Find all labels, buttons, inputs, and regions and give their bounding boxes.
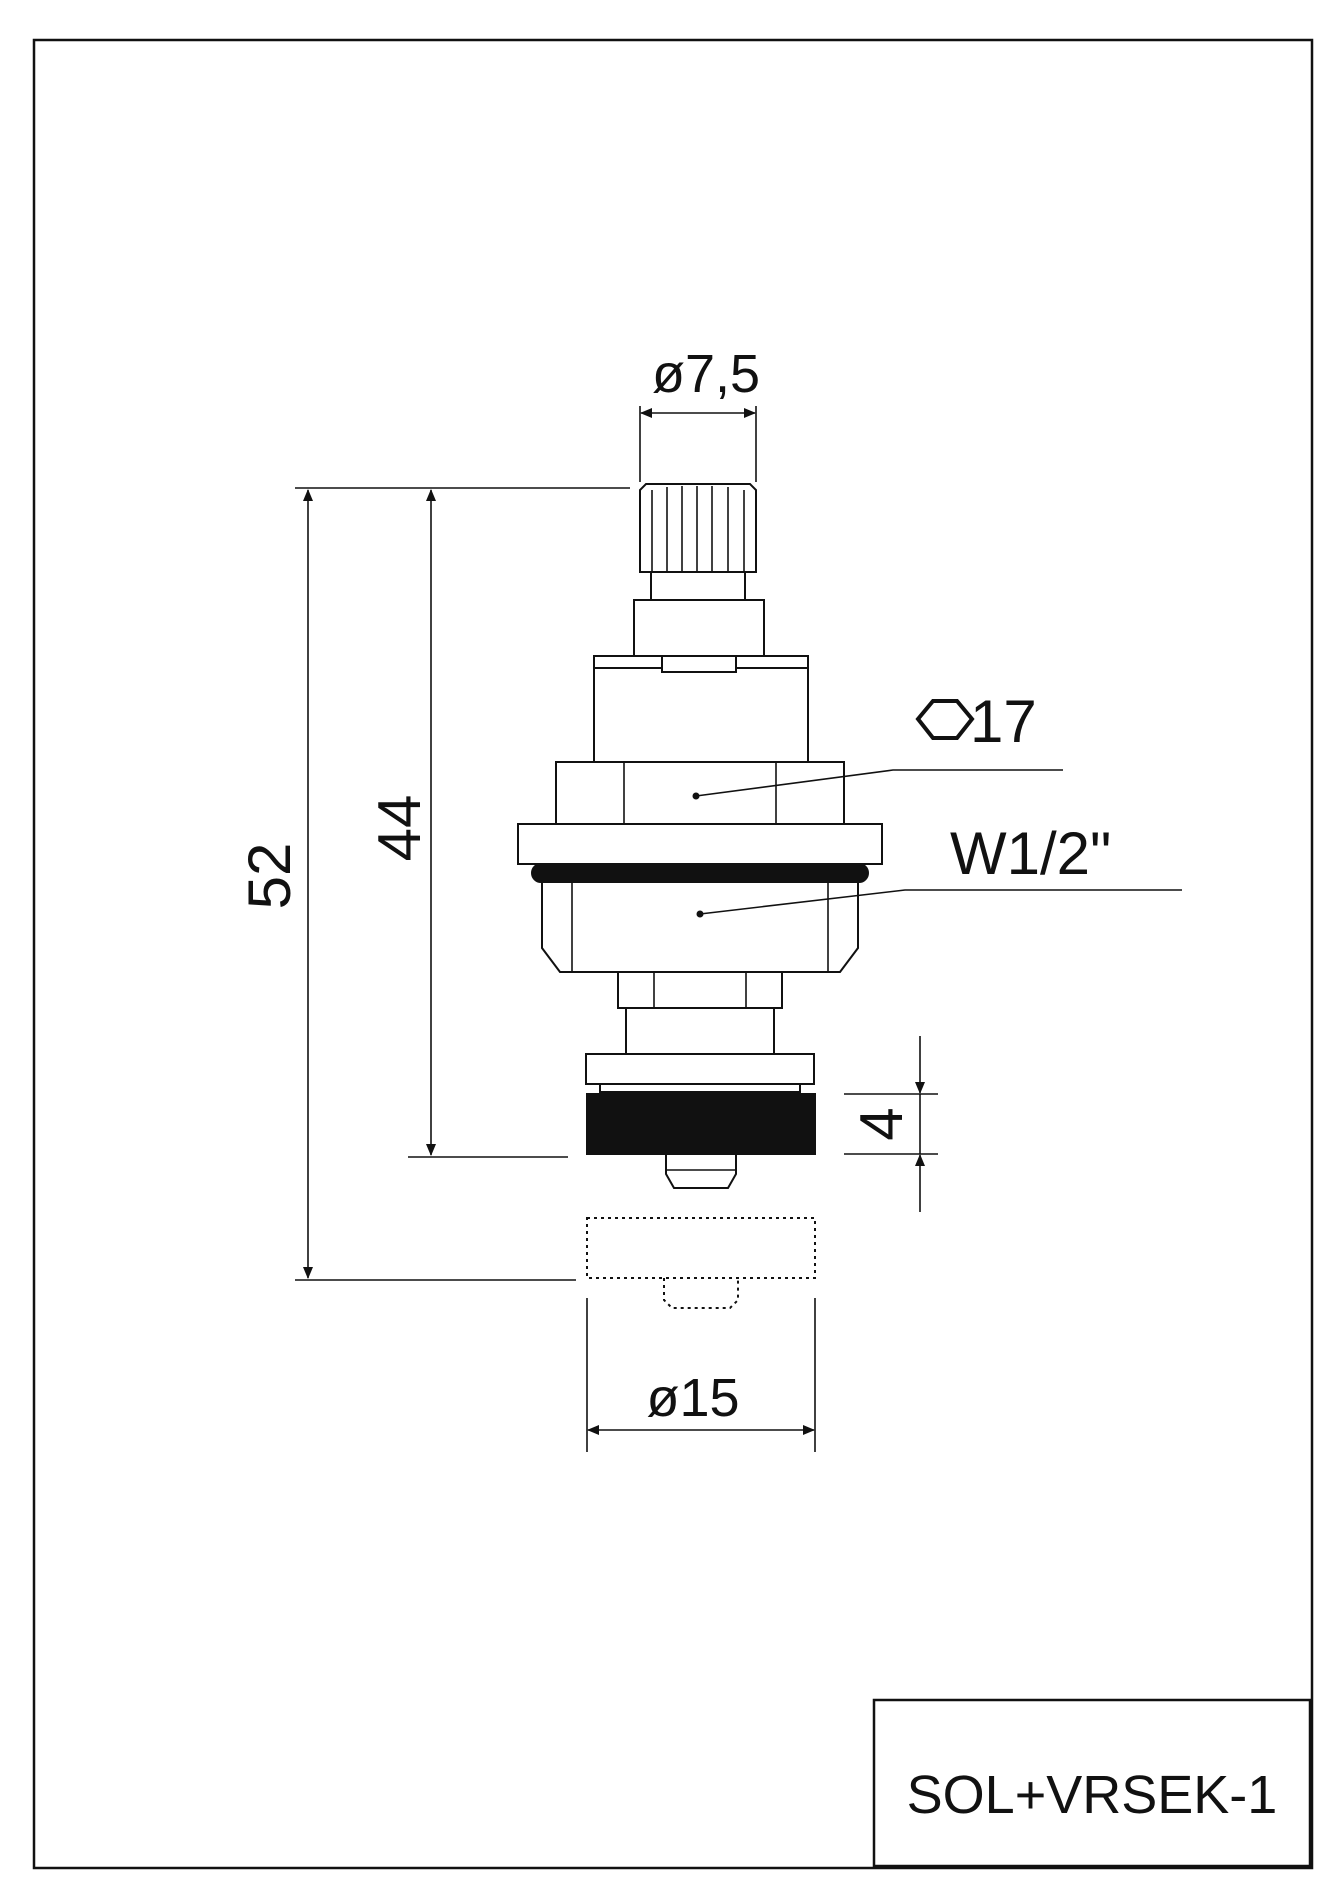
o-ring	[531, 863, 869, 883]
washer-diameter-label: ø15	[646, 1368, 739, 1428]
title-block: SOL+VRSEK-1	[872, 1698, 1312, 1868]
cartridge	[517, 483, 883, 1309]
alternate-washer-outline	[586, 1217, 816, 1309]
stem-collar	[633, 599, 765, 657]
threaded-body	[541, 881, 859, 973]
washer-thickness-label: 4	[848, 1107, 915, 1140]
callout-thread: W1/2"	[696, 820, 1182, 918]
lower-spindle	[617, 971, 783, 1055]
hexagon-icon	[915, 699, 975, 740]
washer-seat	[585, 1053, 815, 1085]
bottom-pin	[665, 1153, 737, 1189]
dimension-washer-thickness: 4	[844, 1036, 938, 1212]
dimension-washer-diameter: ø15	[586, 1298, 816, 1452]
upper-body	[593, 655, 809, 763]
drawing-frame	[32, 38, 1314, 1870]
total-height-label: 52	[236, 843, 303, 910]
stem-diameter-label: ø7,5	[652, 344, 760, 404]
callout-hex-size: 17	[692, 688, 1063, 800]
splined-stem	[639, 483, 757, 601]
body-height-label: 44	[366, 795, 433, 862]
dimension-body-height: 44	[366, 489, 436, 1156]
thread-label: W1/2"	[950, 820, 1111, 887]
hex-size-label: 17	[970, 688, 1037, 755]
flange	[517, 823, 883, 865]
part-code: SOL+VRSEK-1	[907, 1765, 1278, 1825]
hex-nut	[555, 761, 845, 825]
rubber-washer	[586, 1093, 816, 1155]
washer-seat-step	[599, 1083, 801, 1093]
dimension-stem-diameter: ø7,5	[639, 344, 760, 482]
dimension-total-height: 52	[236, 489, 313, 1279]
